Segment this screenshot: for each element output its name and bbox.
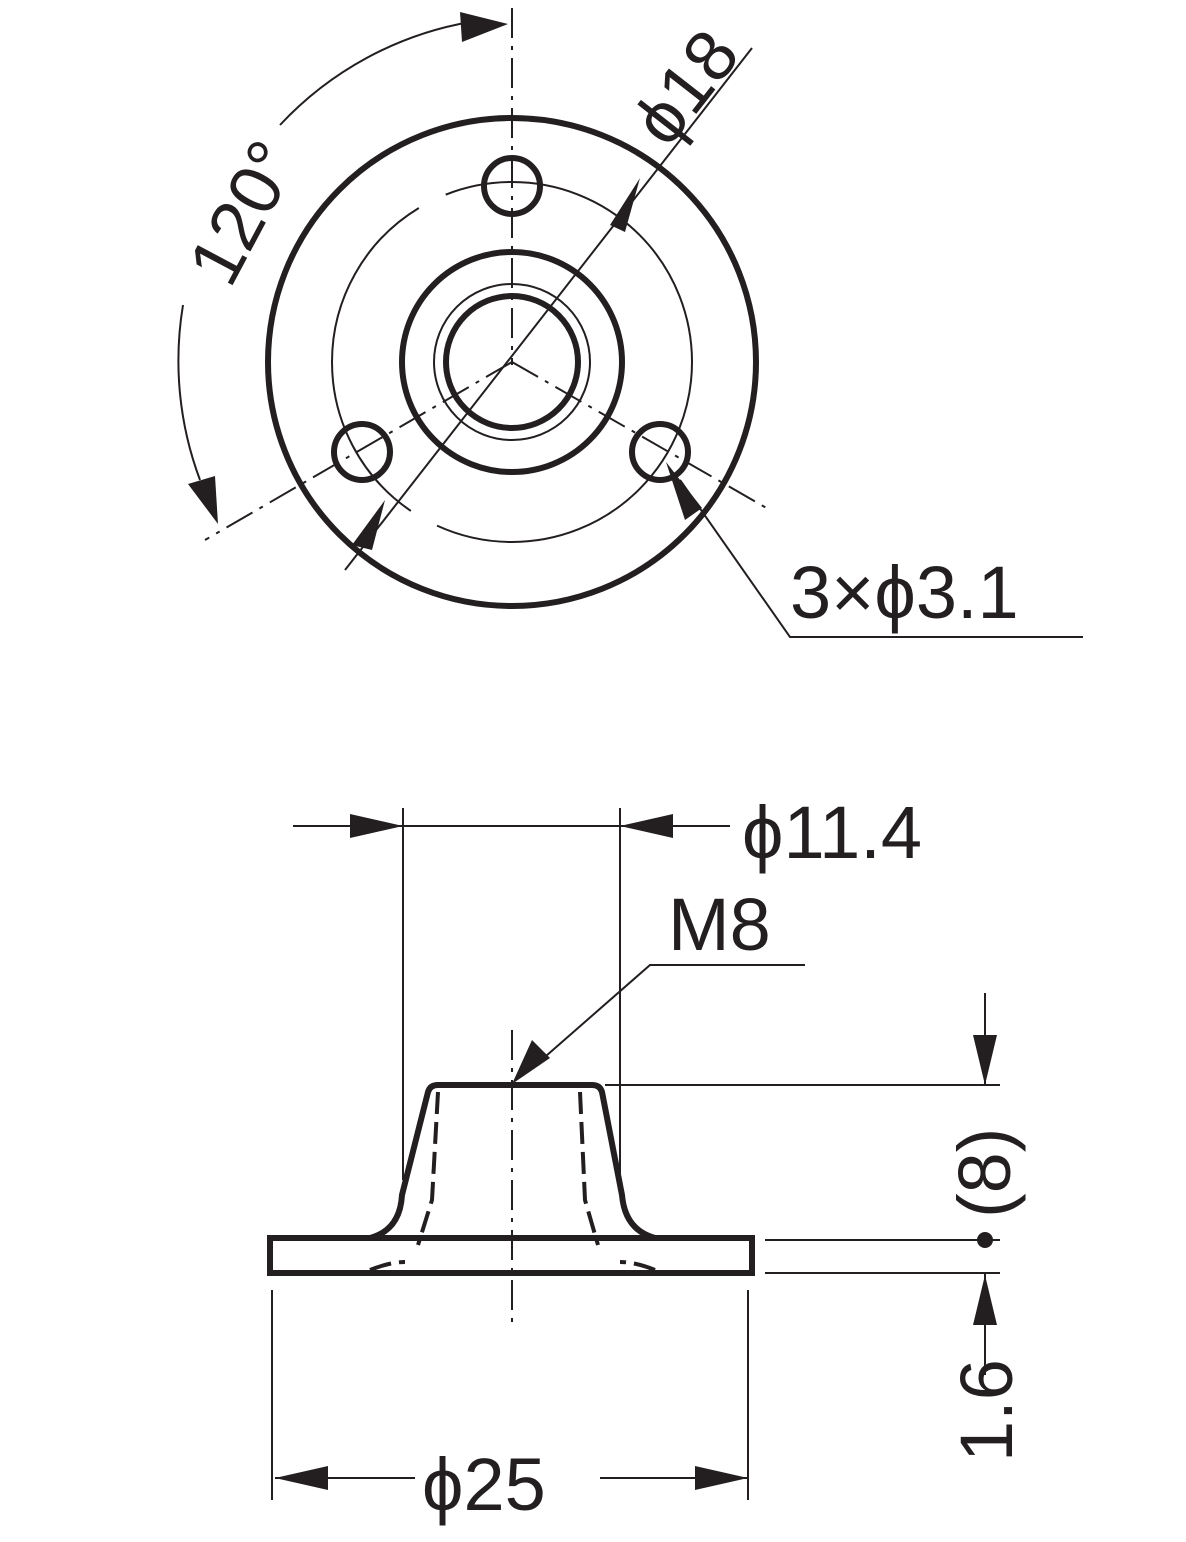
diameter-dimension-line [344, 47, 753, 571]
angle-arc-lower [177, 304, 201, 481]
thread-leader-line [529, 964, 805, 1071]
mounting-hole-right [629, 421, 691, 483]
dimension-dot [977, 1232, 993, 1248]
arrow-icon [610, 178, 640, 232]
boss-diameter-label: ϕ11.4 [742, 791, 922, 874]
arrow-icon [188, 476, 218, 524]
flange-outline [265, 115, 759, 609]
hidden-thread-right [578, 1091, 600, 1246]
thread-major-circle [433, 283, 591, 441]
mounting-hole-top [481, 155, 543, 217]
boss-outline [399, 249, 625, 475]
height-label: (8) [943, 1128, 1026, 1218]
thread-label: M8 [668, 883, 771, 966]
arrow-icon [620, 814, 673, 838]
arrow-icon [973, 1035, 997, 1085]
bore-circle [443, 293, 581, 431]
angle-arc-upper [279, 21, 471, 126]
arrow-icon [666, 462, 702, 520]
mounting-hole-left [331, 421, 393, 483]
holes-leader-line [679, 479, 1083, 638]
side-view: ϕ11.4 M8 (8) 1.6 ϕ25 [267, 791, 1028, 1526]
flange-thickness-label: 1.6 [945, 1359, 1028, 1462]
holes-label: 3×ϕ3.1 [790, 551, 1019, 634]
arrow-icon [695, 1466, 748, 1490]
flange-profile [267, 1235, 755, 1276]
bolt-circle-label: ϕ18 [618, 16, 755, 160]
hidden-fillet-left [369, 1260, 406, 1272]
hidden-fillet-right [619, 1260, 656, 1272]
boss-profile [369, 1082, 656, 1241]
left-centerline [204, 361, 513, 541]
arrow-icon [275, 1466, 328, 1490]
arrow-icon [460, 12, 508, 42]
top-view: 120° ϕ18 3×ϕ3.1 [173, 8, 1083, 638]
arrow-icon [512, 1040, 550, 1084]
angle-label: 120° [173, 128, 314, 297]
flange-diameter-label: ϕ25 [422, 1443, 546, 1526]
arrow-icon [973, 1275, 997, 1325]
hidden-thread-left [416, 1091, 440, 1246]
arrow-icon [352, 500, 385, 550]
arrow-icon [350, 814, 403, 838]
bolt-circle [331, 181, 693, 543]
